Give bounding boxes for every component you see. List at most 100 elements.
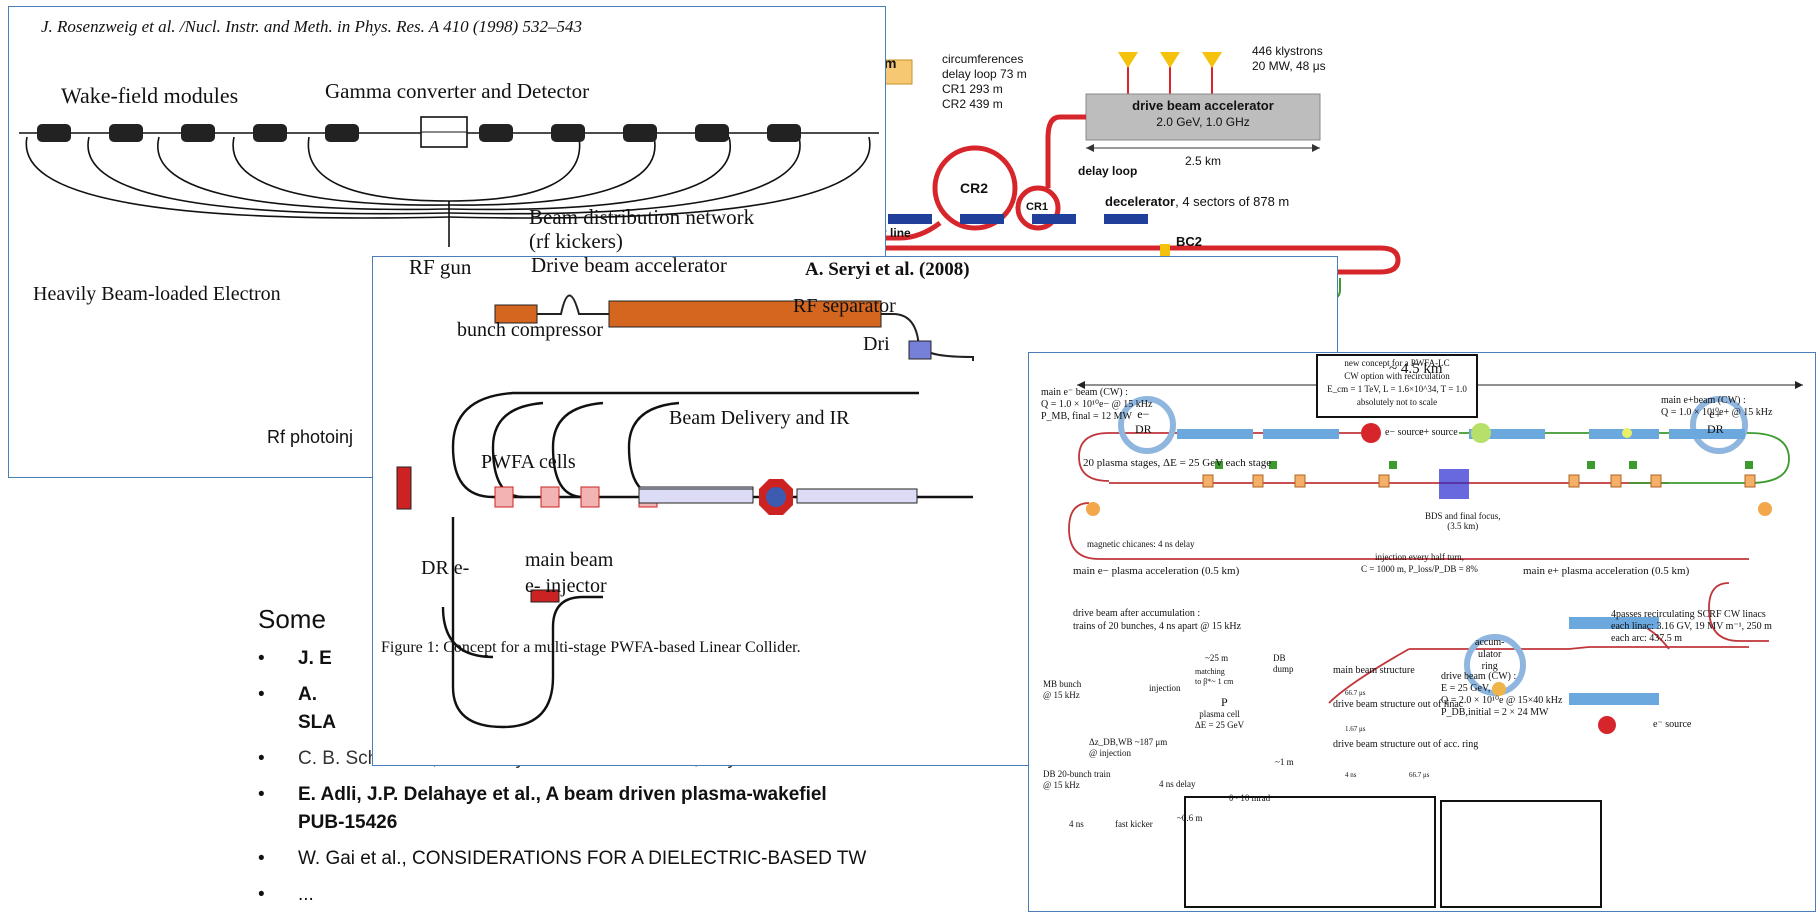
ref-item: E. Adli, J.P. Delahaye et al., A beam dr… bbox=[298, 784, 827, 806]
db-train-line: DB 20-bunch train bbox=[1043, 769, 1111, 780]
db-train-line: @ 15 kHz bbox=[1043, 780, 1111, 791]
ref-item: J. E bbox=[298, 648, 332, 670]
dri-partial-label: Dri bbox=[863, 333, 890, 356]
inset-matching: matching to β*~ 1 cm bbox=[1195, 667, 1233, 687]
ref-item: PUB-15426 bbox=[298, 812, 397, 834]
inset-fast-kicker: fast kicker bbox=[1115, 819, 1153, 829]
bds-line: BDS and final focus, bbox=[1425, 511, 1501, 521]
decelerator-label: decelerator, 4 sectors of 878 m bbox=[1105, 194, 1289, 209]
bds-line: (3.5 km) bbox=[1425, 521, 1501, 531]
matching-line: matching bbox=[1195, 667, 1233, 677]
linacs-label: 4passes recirculating SCRF CW linacs eac… bbox=[1611, 609, 1772, 645]
concept-line: new concept for a PWFA-LC bbox=[1321, 357, 1473, 370]
cr1-label: CR1 bbox=[1026, 201, 1048, 213]
rf-gun-label: RF gun bbox=[409, 256, 471, 280]
drive-cw-line: drive beam (CW) : bbox=[1441, 671, 1562, 683]
main-eminus-beam-label: main e⁻ beam (CW) : Q = 1.0 × 10¹⁰e− @ 1… bbox=[1041, 387, 1152, 423]
ip-image bbox=[1439, 469, 1469, 499]
klystron-line: 446 klystrons bbox=[1252, 44, 1326, 59]
decelerator-rest: , 4 sectors of 878 m bbox=[1175, 194, 1289, 209]
main-beam-line: main beam bbox=[525, 547, 613, 573]
rf-separator-label: RF separator bbox=[793, 295, 896, 318]
heavily-loaded-label: Heavily Beam-loaded Electron bbox=[33, 283, 281, 306]
bullet: • bbox=[258, 784, 265, 806]
main-eminus-accel-label: main e− plasma acceleration (0.5 km) bbox=[1073, 565, 1239, 577]
injection-line: injection every half turn, bbox=[1361, 551, 1478, 563]
edr-line: DR bbox=[1135, 422, 1152, 437]
beam-distribution-label: Beam distribution network (rf kickers) bbox=[529, 205, 754, 253]
inset-1m: ~1 m bbox=[1275, 757, 1294, 767]
out-linac-structure: drive beam structure out of linac bbox=[1333, 699, 1463, 710]
ref-item: W. Gai et al., CONSIDERATIONS FOR A DIEL… bbox=[298, 848, 866, 870]
linac-spacing: 1.67 μs bbox=[1345, 725, 1365, 733]
inset-4ns: 4 ns bbox=[1069, 819, 1084, 829]
main-beam-line: e- injector bbox=[525, 573, 613, 599]
rf-photoinjector-label: Rf photoinj bbox=[267, 427, 353, 448]
concept-line: E_cm = 1 TeV, L = 1.6×10^34, T = 1.0 bbox=[1321, 383, 1473, 396]
eminus-source-label: e− source bbox=[1385, 427, 1424, 438]
cr2-label: CR2 bbox=[960, 180, 988, 196]
inset-25m: ~25 m bbox=[1205, 653, 1228, 663]
drive-after-label: drive beam after accumulation : trains o… bbox=[1073, 607, 1241, 633]
drive-cw-line: E = 25 GeV, bbox=[1441, 683, 1562, 695]
structures-box bbox=[1441, 801, 1601, 907]
accumulator-line: ulator bbox=[1475, 649, 1504, 661]
main-eminus-line: Q = 1.0 × 10¹⁰e− @ 15 kHz bbox=[1041, 399, 1152, 411]
main-eplus-line: main e+beam (CW) : bbox=[1661, 395, 1772, 407]
circ-line: circumferences bbox=[942, 52, 1027, 67]
inset-dz: Δz_DB,WB ~187 μm @ injection bbox=[1089, 737, 1167, 759]
pwfa-cells-label: PWFA cells bbox=[481, 451, 576, 474]
main-spacing: 66.7 μs bbox=[1345, 689, 1365, 697]
inset-injection: injection bbox=[1149, 683, 1181, 693]
heading-partial: Some bbox=[258, 604, 326, 635]
eplus-source-label: e+ source bbox=[1419, 427, 1458, 438]
dr-label: DR e- bbox=[421, 557, 469, 580]
plasma-cells bbox=[1203, 475, 1755, 487]
bds-label: BDS and final focus, (3.5 km) bbox=[1425, 511, 1501, 531]
main-eminus-line: main e⁻ beam (CW) : bbox=[1041, 387, 1152, 399]
linacs-line: 4passes recirculating SCRF CW linacs bbox=[1611, 609, 1772, 621]
pdr-line: DR bbox=[1707, 422, 1724, 437]
linacs-line: each linac: 3.16 GV, 19 MV m⁻¹, 250 m bbox=[1611, 621, 1772, 633]
linacs-line: each arc: 437.5 m bbox=[1611, 633, 1772, 645]
out-ring-structure: drive beam structure out of acc. ring bbox=[1333, 739, 1478, 750]
bunch-compressor-label: bunch compressor bbox=[457, 319, 603, 342]
drive-beam-accelerator-title: drive beam accelerator bbox=[1086, 98, 1320, 113]
inset-theta: θ~ 10 mrad bbox=[1229, 793, 1270, 803]
mb-bunch-label: MB bunch @ 15 kHz bbox=[1043, 679, 1081, 701]
circ-line: CR1 293 m bbox=[942, 82, 1027, 97]
ref-item: SLA bbox=[298, 712, 336, 734]
plasma-cell-line: plasma cell bbox=[1195, 709, 1244, 720]
inset-0-6m: ~0.6 m bbox=[1177, 813, 1202, 823]
db-dump-line: DB bbox=[1273, 653, 1294, 664]
concept-line: absolutely not to scale bbox=[1321, 396, 1473, 409]
inset-db-dump: DB dump bbox=[1273, 653, 1294, 675]
drive-beam-accelerator-sub: 2.0 GeV, 1.0 GHz bbox=[1086, 115, 1320, 129]
main-beam-injector-label: main beam e- injector bbox=[525, 547, 613, 599]
concept-text: new concept for a PWFA-LC CW option with… bbox=[1321, 357, 1473, 409]
injection-line: C = 1000 m, P_loss/P_DB = 8% bbox=[1361, 563, 1478, 575]
accumulator-line: accum- bbox=[1475, 637, 1504, 649]
klystron-triangles bbox=[1118, 52, 1222, 68]
delay-loop-label: delay loop bbox=[1078, 164, 1137, 178]
drive-cw-label: drive beam (CW) : E = 25 GeV, Q = 2.0 × … bbox=[1441, 671, 1562, 719]
bullet: • bbox=[258, 648, 265, 670]
eminus-source-dot bbox=[1361, 423, 1381, 443]
db-dump-line: dump bbox=[1273, 664, 1294, 675]
circumferences-label: circumferences delay loop 73 m CR1 293 m… bbox=[942, 52, 1027, 112]
chicanes-label: magnetic chicanes: 4 ns delay bbox=[1087, 539, 1194, 549]
inset-delay: 4 ns delay bbox=[1159, 779, 1196, 789]
circ-line: CR2 439 m bbox=[942, 97, 1027, 112]
bc2-label: BC2 bbox=[1176, 234, 1202, 249]
ring-spacing-b: 66.7 μs bbox=[1409, 771, 1429, 779]
bullet: • bbox=[258, 848, 265, 870]
adli-panel: ~ 4.5 km new concept for a PWFA-LC CW op… bbox=[1028, 352, 1816, 912]
main-eplus-accel-label: main e+ plasma acceleration (0.5 km) bbox=[1523, 565, 1689, 577]
drive-beam-accelerator-label: Drive beam accelerator bbox=[531, 256, 727, 278]
ring-spacing-a: 4 ns bbox=[1345, 771, 1356, 779]
accumulator-label: accum- ulator ring bbox=[1475, 637, 1504, 673]
figure-caption: Figure 1: Concept for a multi-stage PWFA… bbox=[381, 639, 801, 657]
plasma-stages-label: 20 plasma stages, ΔE = 25 GeV each stage bbox=[1083, 457, 1271, 469]
bullet: • bbox=[258, 884, 265, 906]
beam-distribution-line: Beam distribution network bbox=[529, 205, 754, 229]
